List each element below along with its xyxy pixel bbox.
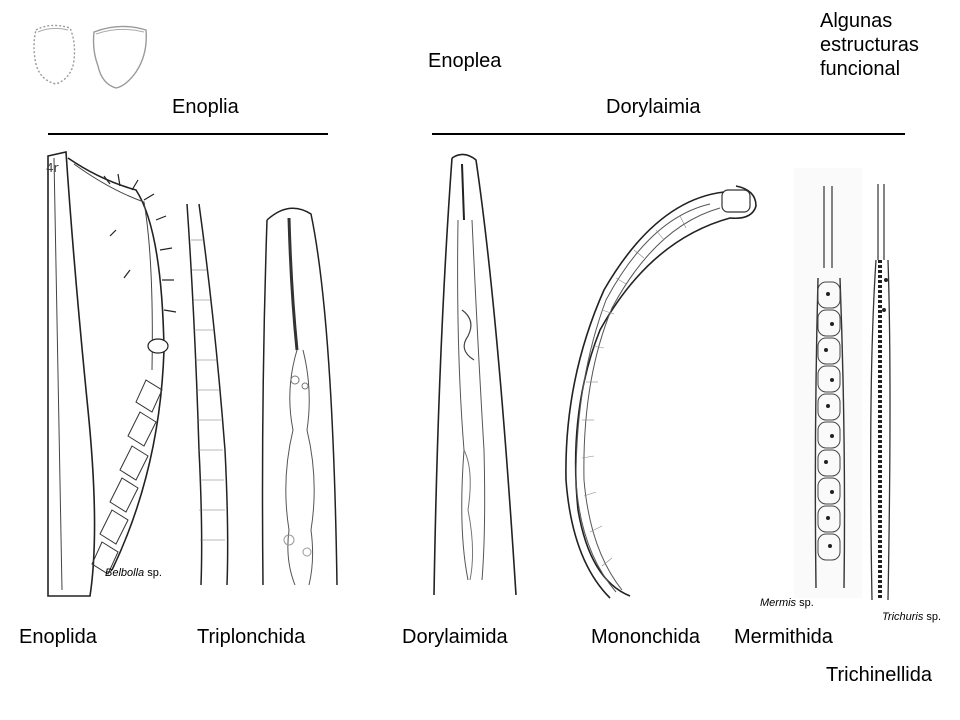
dorylaimida-specimen-drawing: [428, 150, 528, 595]
order-label-enoplida: Enoplida: [19, 626, 97, 648]
corner-note: Algunas estructuras funcional: [820, 9, 919, 81]
species-suffix: sp.: [144, 567, 162, 579]
trichinellida-specimen-drawing: [862, 180, 912, 610]
mononchida-specimen-drawing: [560, 180, 765, 600]
corner-note-line: estructuras: [820, 34, 919, 56]
order-label-mermithida: Mermithida: [734, 626, 833, 648]
order-label-dorylaimida: Dorylaimida: [402, 626, 508, 648]
genus-name: Belbolla: [105, 567, 145, 579]
corner-note-line: Algunas: [820, 10, 893, 32]
genus-name: Mermis: [760, 597, 797, 609]
species-suffix: sp.: [796, 597, 814, 609]
species-label-mermis: Mermis sp.: [760, 597, 814, 609]
species-label-trichuris: Trichuris sp.: [882, 611, 941, 623]
species-suffix: sp.: [923, 611, 942, 623]
genus-name: Trichuris: [882, 611, 924, 623]
svg-text:4r: 4r: [46, 161, 59, 175]
subclass-label-dorylaimia: Dorylaimia: [606, 96, 701, 118]
order-label-mononchida: Mononchida: [591, 626, 700, 648]
corner-note-line: funcional: [820, 58, 901, 80]
dorylaimia-divider-line: [432, 133, 905, 135]
species-label-belbolla: Belbolla sp.: [105, 567, 162, 579]
order-label-triplonchida: Triplonchida: [197, 626, 306, 648]
order-label-trichinellida: Trichinellida: [826, 664, 932, 686]
cup-drawing: [28, 20, 158, 92]
triplonchida-specimen-drawing: [185, 200, 345, 585]
class-title: Enoplea: [428, 50, 502, 72]
subclass-label-enoplia: Enoplia: [172, 96, 239, 118]
enoplida-specimen-drawing: 4r: [40, 150, 185, 600]
enoplia-divider-line: [48, 133, 328, 135]
mermithida-specimen-drawing: [788, 168, 868, 598]
